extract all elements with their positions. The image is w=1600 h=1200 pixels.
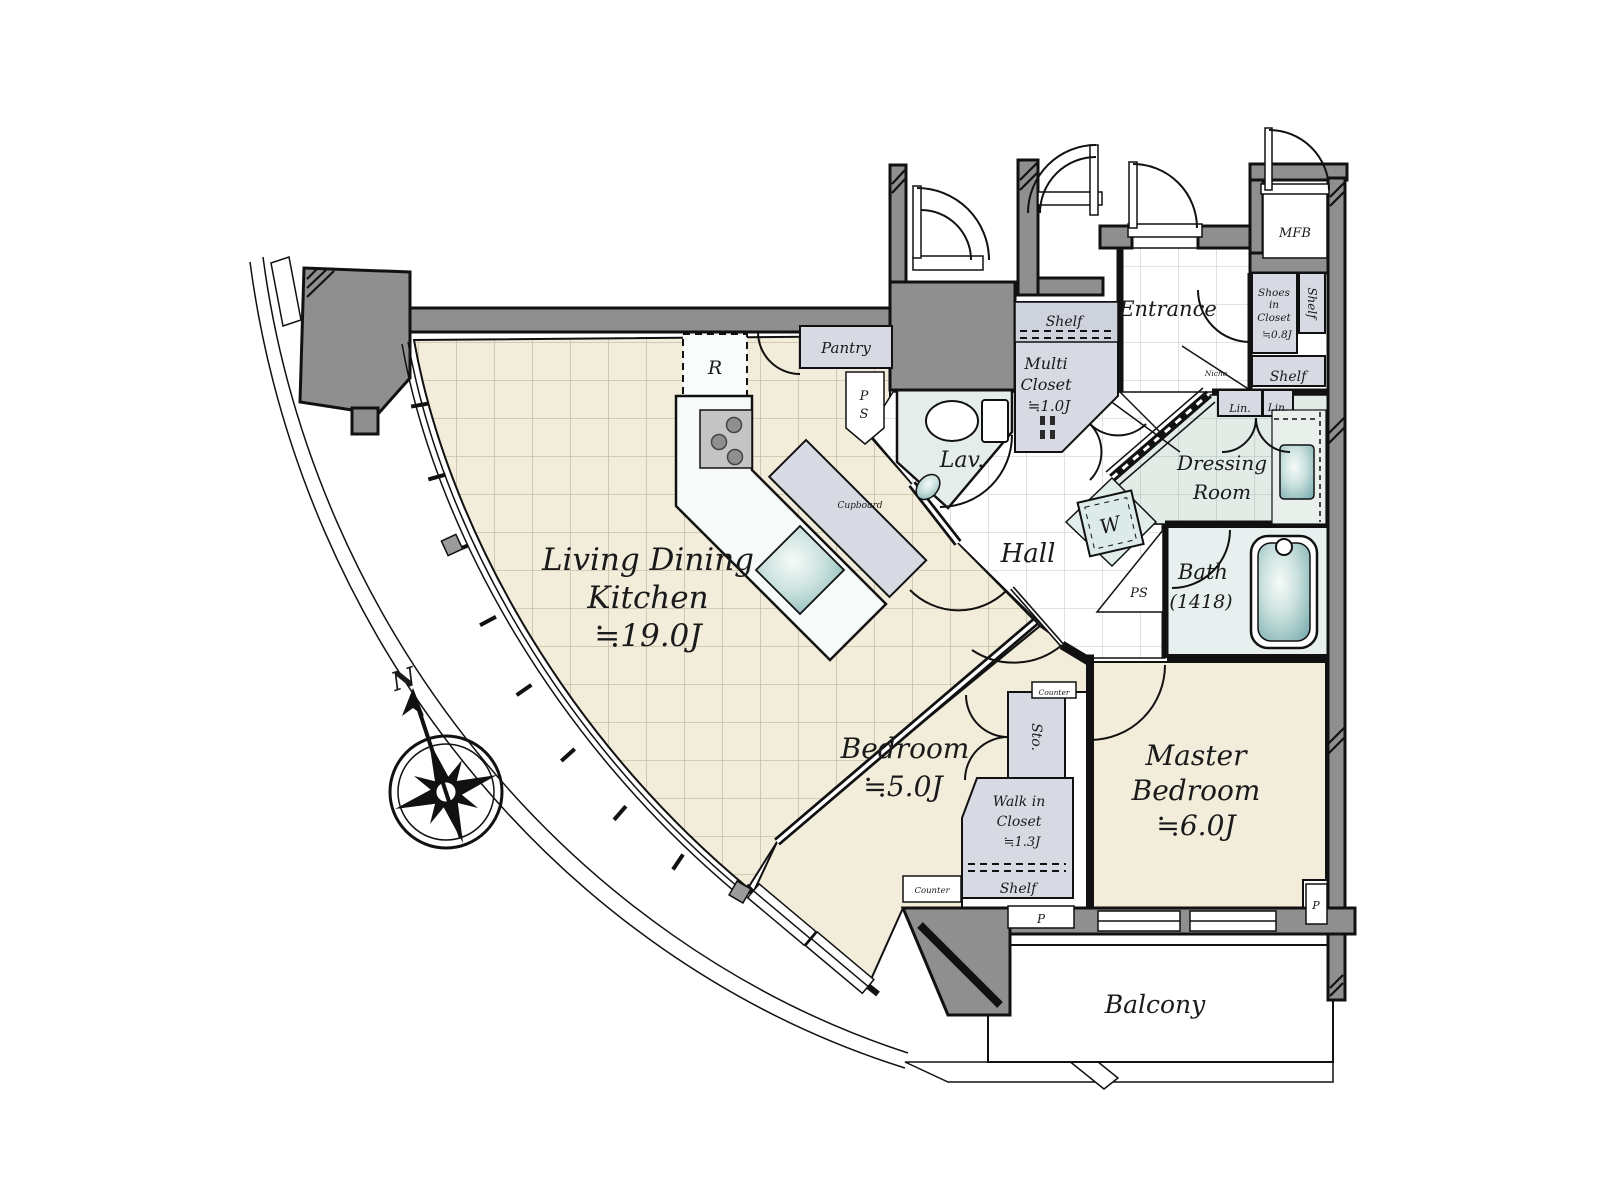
shelf-entry-box	[1251, 355, 1326, 387]
linen-label-2: Lin.	[1267, 402, 1288, 414]
multi-closet-shelf-label: Shelf	[1046, 314, 1085, 330]
walls	[298, 158, 1357, 1017]
shoes-closet-label-1: Shoes	[1258, 287, 1290, 299]
shoes-closet-label-2: in	[1269, 299, 1279, 311]
pipe-space-kitchen	[845, 371, 885, 445]
multi-closet-label-1: Multi	[1023, 354, 1067, 373]
bedroom-size-label: ≒5.0J	[863, 770, 944, 803]
bedroom-windows	[746, 882, 875, 995]
curved-window-wall	[401, 339, 1277, 995]
mfb-label: MFB	[1278, 226, 1311, 241]
lavatory-label: Lav.	[939, 448, 985, 473]
shoes-closet-size-label: ≒0.8J	[1262, 329, 1292, 341]
hall-label: Hall	[1000, 539, 1056, 569]
multi-closet-label-2: Closet	[1020, 375, 1072, 394]
balcony-label: Balcony	[1104, 990, 1206, 1019]
storage-units	[682, 183, 1330, 929]
ldk-size-label: ≒19.0J	[594, 618, 703, 654]
counter-label-1: Counter	[1039, 688, 1070, 697]
north-arrowhead	[402, 688, 424, 716]
shoes-in-closet-box	[1251, 272, 1298, 354]
refrigerator-label: R	[707, 357, 722, 379]
bath-label: Bath	[1177, 560, 1228, 584]
walk-in-closet-box	[961, 777, 1074, 899]
niche-label: Niche	[1204, 369, 1228, 378]
entrance-label: Entrance	[1118, 297, 1217, 321]
entrance-floor	[1119, 247, 1251, 393]
pipe-label-1: P	[1036, 912, 1046, 926]
dressing-sink	[1271, 409, 1327, 525]
pantry-box	[799, 325, 893, 369]
master-bedroom-windows	[1097, 910, 1277, 932]
shoes-closet-label-3: Closet	[1257, 312, 1291, 324]
master-bedroom-label-2: Bedroom	[1131, 774, 1261, 807]
ps-bath-label: PS	[1129, 586, 1148, 601]
master-bedroom-size-label: ≒6.0J	[1156, 809, 1237, 842]
kitchen-sink	[754, 524, 846, 616]
pipe-label-2: P	[1311, 899, 1320, 912]
ldk-label-2: Kitchen	[586, 580, 708, 616]
counter-label-2: Counter	[914, 886, 950, 896]
cupboard-box	[767, 438, 928, 599]
shelf-vertical-box	[1298, 272, 1326, 334]
lavatory-basin-icon	[915, 473, 941, 501]
storage-box	[1007, 691, 1066, 781]
walk-in-closet-shelf-label: Shelf	[1000, 881, 1039, 897]
linen-label-1: Lin.	[1228, 402, 1250, 415]
pipe-box-1	[1007, 905, 1075, 929]
toilet-icon	[925, 399, 1009, 443]
ldk-label-1: Living Dining	[541, 542, 754, 578]
ps-kitchen-label-p: P	[859, 389, 869, 404]
bedroom-label: Bedroom	[840, 732, 970, 765]
walk-in-closet-label-1: Walk in	[993, 794, 1045, 810]
doors	[757, 127, 1330, 781]
shelf-vertical-label: Shelf	[1305, 287, 1319, 321]
labels: Living Dining Kitchen ≒19.0J Bedroom ≒5.…	[387, 226, 1320, 1019]
storage-label: Sto.	[1028, 723, 1044, 751]
master-bedroom-label-1: Master	[1145, 739, 1249, 772]
cupboard-label: Cupboard	[837, 501, 882, 511]
bath-size-label: (1418)	[1169, 591, 1232, 613]
washing-machine-icon	[1064, 476, 1158, 568]
pipe-box-2	[1305, 883, 1328, 925]
dressing-room-label-1: Dressing	[1176, 451, 1267, 475]
counter-tag-2	[902, 875, 962, 903]
dressing-room-label-2: Room	[1192, 480, 1251, 504]
pipe-space-bath	[1095, 527, 1164, 613]
bathtub-icon	[1249, 534, 1319, 650]
multi-closet-size-label: ≒1.0J	[1028, 397, 1071, 415]
counter-tag-1	[1031, 681, 1077, 699]
stove-burner-icons	[710, 416, 744, 466]
north-needle	[413, 697, 463, 839]
mfb-box	[1262, 191, 1328, 259]
compass-rose	[388, 688, 504, 850]
entry-shelf-label: Shelf	[1270, 369, 1309, 385]
walk-in-closet-size-label: ≒1.3J	[1004, 835, 1042, 850]
walk-in-closet-label-2: Closet	[997, 814, 1042, 830]
compass-north-label: N	[387, 662, 421, 699]
ps-kitchen-label-s: S	[860, 407, 869, 422]
pantry-label: Pantry	[820, 339, 871, 357]
fixtures-layer	[674, 394, 1327, 662]
linen-box-1	[1217, 389, 1263, 417]
